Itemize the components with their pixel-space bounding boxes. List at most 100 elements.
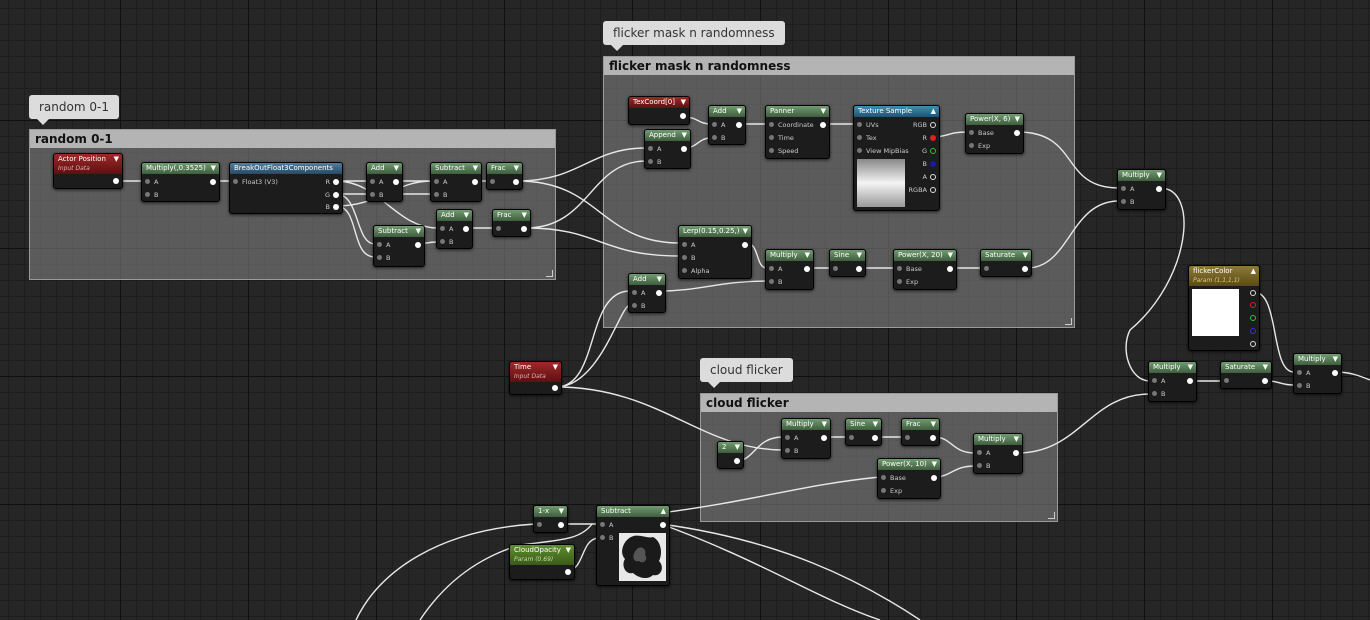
multiply-node[interactable]: Multiply▼ A B [781, 418, 831, 459]
output-pin-b[interactable]: B [326, 202, 340, 212]
chevron-down-icon[interactable]: ▼ [656, 275, 662, 283]
input-pin-exp[interactable]: Exp [881, 486, 902, 496]
subtract-node[interactable]: Subtract▼ A B [373, 225, 425, 267]
output-pin[interactable] [549, 383, 558, 393]
chevron-down-icon[interactable]: ▼ [415, 227, 421, 235]
input-pin-a[interactable]: A [145, 177, 158, 187]
chevron-down-icon[interactable]: ▼ [565, 546, 571, 554]
chevron-down-icon[interactable]: ▼ [393, 164, 399, 172]
input-pin-a[interactable]: A [682, 240, 695, 250]
input-pin-base[interactable]: Base [969, 128, 994, 138]
comment-bubble-cloud[interactable]: cloud flicker [700, 358, 793, 388]
output-pin[interactable] [869, 433, 878, 443]
output-pin[interactable] [678, 144, 687, 154]
input-pin[interactable] [833, 264, 842, 274]
sine-node[interactable]: Sine▼ [829, 249, 866, 277]
output-pin-g[interactable]: G [325, 190, 340, 200]
input-pin[interactable] [496, 224, 505, 234]
output-pin-r[interactable]: R [325, 177, 339, 187]
input-pin-a[interactable]: A [377, 240, 390, 250]
output-pin-g[interactable] [1247, 313, 1256, 323]
input-pin-tex[interactable]: Tex [857, 133, 877, 143]
chevron-down-icon[interactable]: ▼ [1156, 171, 1162, 179]
chevron-down-icon[interactable]: ▼ [210, 164, 216, 172]
output-pin[interactable] [510, 177, 519, 187]
input-pin-a[interactable]: A [434, 177, 447, 187]
panner-node[interactable]: Panner▼ Coordinate Time Speed [765, 105, 830, 159]
input-pin-a[interactable]: A [440, 224, 453, 234]
input-pin-speed[interactable]: Speed [769, 146, 798, 156]
input-pin[interactable] [984, 264, 993, 274]
chevron-down-icon[interactable]: ▼ [1332, 355, 1338, 363]
chevron-up-icon[interactable]: ▲ [930, 107, 936, 115]
output-pin-a[interactable]: A [923, 172, 937, 182]
input-pin-a[interactable]: A [600, 520, 613, 530]
constant-node[interactable]: 2▼ [717, 441, 744, 469]
output-pin[interactable] [207, 177, 216, 187]
subtract-node[interactable]: Subtract▲ A B [596, 505, 670, 586]
comment-title-random[interactable]: random 0-1 [30, 130, 555, 148]
chevron-down-icon[interactable]: ▼ [680, 98, 686, 106]
multiply-node[interactable]: Multiply(,0.3525)▼ A B [141, 162, 220, 202]
input-pin-a[interactable]: A [769, 264, 782, 274]
chevron-down-icon[interactable]: ▼ [113, 155, 119, 163]
input-pin-base[interactable]: Base [881, 473, 906, 483]
chevron-down-icon[interactable]: ▼ [736, 107, 742, 115]
chevron-down-icon[interactable]: ▼ [1022, 251, 1028, 259]
chevron-down-icon[interactable]: ▼ [872, 420, 878, 428]
power-node[interactable]: Power(X, 20)▼ Base Exp [893, 249, 957, 290]
chevron-down-icon[interactable]: ▼ [521, 211, 527, 219]
input-pin-base[interactable]: Base [897, 264, 922, 274]
chevron-down-icon[interactable]: ▼ [931, 460, 937, 468]
resize-grip[interactable] [1065, 318, 1072, 325]
output-pin[interactable] [733, 120, 742, 130]
output-pin[interactable] [801, 264, 810, 274]
input-pin-b[interactable]: B [145, 190, 158, 200]
input-pin-a[interactable]: A [632, 288, 645, 298]
input-pin-a[interactable]: A [648, 144, 661, 154]
add-node[interactable]: Add▼ A B [708, 105, 746, 145]
comment-bubble-flicker[interactable]: flicker mask n randomness [603, 21, 785, 51]
output-pin[interactable] [1259, 376, 1268, 386]
multiply-node[interactable]: Multiply▼ A B [1117, 169, 1166, 210]
input-pin-b[interactable]: B [434, 190, 447, 200]
chevron-down-icon[interactable]: ▼ [742, 227, 748, 235]
output-pin-a[interactable] [1247, 339, 1256, 349]
input-pin[interactable] [849, 433, 858, 443]
output-pin[interactable] [817, 120, 826, 130]
output-pin[interactable] [731, 456, 740, 466]
input-pin-coordinate[interactable]: Coordinate [769, 120, 814, 130]
add-node[interactable]: Add▼ A B [366, 162, 403, 202]
input-pin[interactable] [905, 433, 914, 443]
output-pin[interactable] [944, 264, 953, 274]
output-pin[interactable] [1153, 184, 1162, 194]
chevron-down-icon[interactable]: ▼ [681, 131, 687, 139]
resize-grip[interactable] [1048, 512, 1055, 519]
multiply-node[interactable]: Multiply▼ A B [973, 433, 1023, 474]
lerp-node[interactable]: Lerp(0.15,0.25,)▼ A B Alpha [678, 225, 752, 279]
input-pin[interactable] [490, 177, 499, 187]
output-pin-r[interactable] [1247, 300, 1256, 310]
input-pin[interactable] [537, 520, 546, 530]
multiply-node[interactable]: Multiply▼ A B [765, 249, 814, 290]
output-pin[interactable] [562, 567, 571, 577]
output-pin[interactable] [1329, 368, 1338, 378]
input-pin-b[interactable]: B [785, 446, 798, 456]
saturate-node[interactable]: Saturate▼ [1220, 361, 1272, 389]
output-pin[interactable] [1010, 448, 1019, 458]
input-pin-b[interactable]: B [712, 133, 725, 143]
output-pin[interactable] [853, 264, 862, 274]
output-pin[interactable] [653, 288, 662, 298]
output-pin[interactable] [1019, 264, 1028, 274]
input-pin-b[interactable]: B [977, 461, 990, 471]
input-pin-mipbias[interactable]: View MipBias [857, 146, 909, 156]
add-node[interactable]: Add▼ A B [436, 209, 473, 249]
output-pin-b[interactable] [1247, 326, 1256, 336]
chevron-down-icon[interactable]: ▼ [472, 164, 478, 172]
input-pin-exp[interactable]: Exp [969, 141, 990, 151]
input-pin-a[interactable]: A [370, 177, 383, 187]
input-pin-b[interactable]: B [377, 253, 390, 263]
